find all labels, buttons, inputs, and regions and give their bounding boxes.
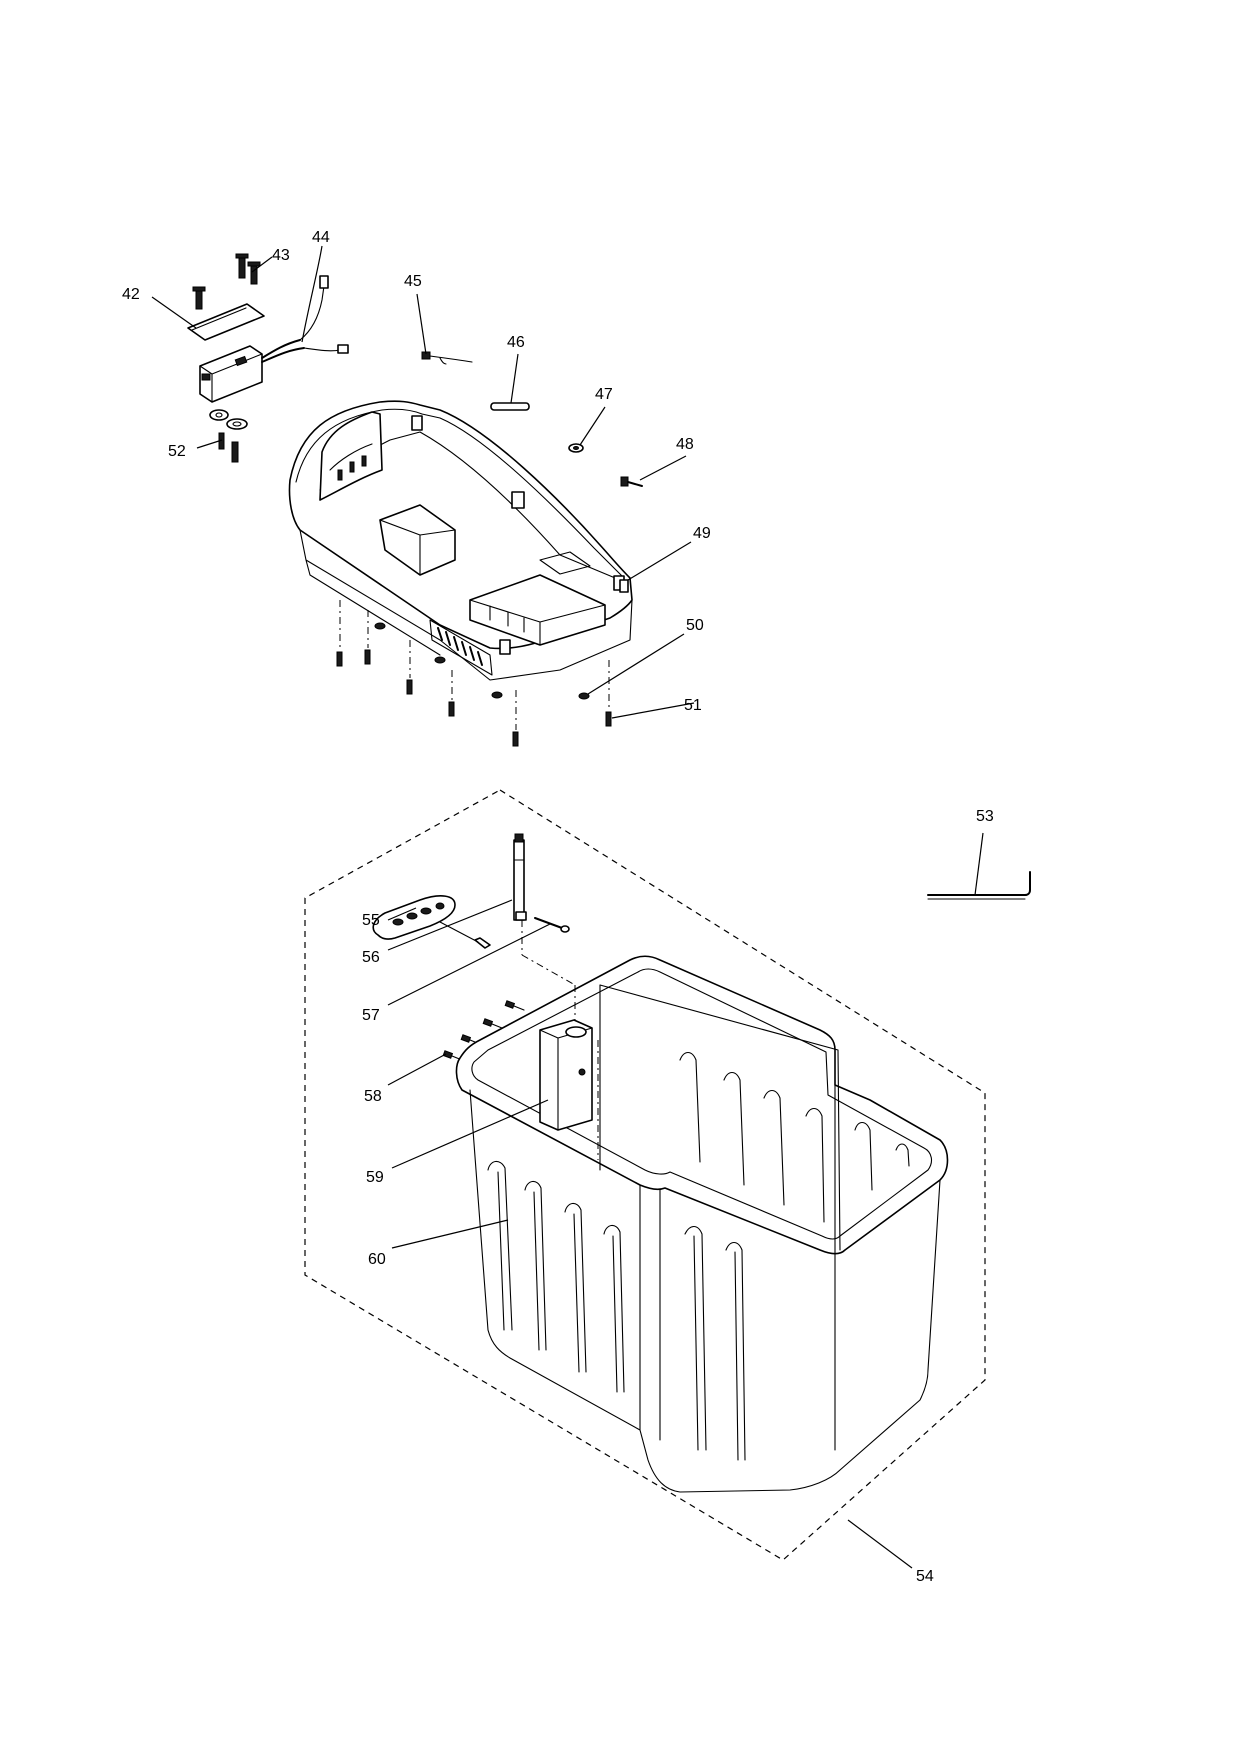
callout-51: 51 xyxy=(684,697,702,714)
callout-58: 58 xyxy=(364,1088,382,1105)
main-housing xyxy=(288,400,633,681)
callout-57: 57 xyxy=(362,1007,380,1024)
part-58-screws xyxy=(442,1000,525,1061)
callout-44: 44 xyxy=(312,229,330,246)
part-46-pin xyxy=(490,402,530,411)
leader-lines xyxy=(151,245,984,1569)
part-48-bolt xyxy=(620,476,643,487)
callout-46: 46 xyxy=(507,334,525,351)
vent-grille xyxy=(429,619,493,676)
callout-53: 53 xyxy=(976,808,994,825)
housing-screws xyxy=(336,600,612,747)
callout-59: 59 xyxy=(366,1169,384,1186)
callout-49: 49 xyxy=(693,525,711,542)
part-45-cable-tie xyxy=(421,351,473,365)
part-43-screws xyxy=(235,253,261,285)
part-47-washer xyxy=(568,443,584,453)
part-52-washers-screws xyxy=(209,409,248,463)
part-44-switch-box xyxy=(199,275,349,403)
callout-42: 42 xyxy=(122,286,140,303)
part-60-grass-box xyxy=(455,955,949,1493)
callout-50: 50 xyxy=(686,617,704,634)
part-57-bolt xyxy=(534,917,570,933)
callout-48: 48 xyxy=(676,436,694,453)
part-49-stud xyxy=(619,579,629,593)
grass-box-ribs xyxy=(487,1051,910,1461)
part-54-kit-outline xyxy=(304,789,986,1561)
callout-43: 43 xyxy=(272,247,290,264)
callout-54: 54 xyxy=(916,1568,934,1585)
latch-guide-line xyxy=(521,954,576,1020)
callout-52: 52 xyxy=(168,443,186,460)
part-53-rod xyxy=(927,871,1031,900)
callout-55: 55 xyxy=(362,912,380,929)
part-59-post xyxy=(539,1019,599,1160)
callout-45: 45 xyxy=(404,273,422,290)
part-42-cover-plate xyxy=(187,286,265,341)
callout-60: 60 xyxy=(368,1251,386,1268)
callout-56: 56 xyxy=(362,949,380,966)
callout-47: 47 xyxy=(595,386,613,403)
part-55-handle xyxy=(372,895,491,949)
